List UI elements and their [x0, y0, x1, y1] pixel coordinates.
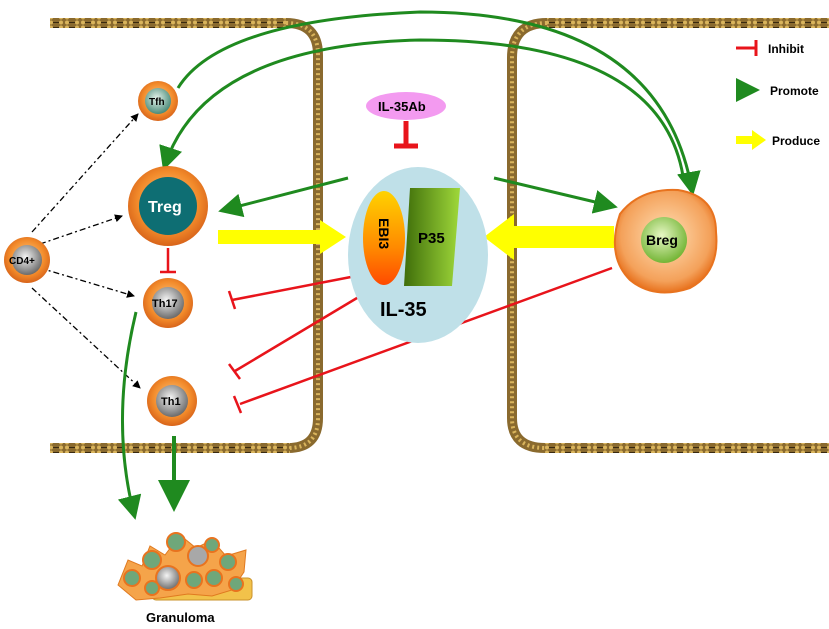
antibody-label: IL-35Ab	[378, 99, 426, 114]
legend-inhibit-icon	[736, 40, 758, 56]
treg-cell: Treg	[128, 166, 208, 246]
tfh-cell: Tfh	[138, 81, 178, 121]
ebi3-label: EBI3	[376, 218, 392, 249]
th1-cell: Th1	[147, 376, 197, 426]
th17-cell: Th17	[143, 278, 193, 328]
differentiation-arrows	[31, 113, 141, 389]
promote-il35-to-treg	[218, 176, 349, 218]
produce-arrow-breg	[484, 214, 614, 260]
ebi3-subunit	[363, 191, 405, 285]
produce-arrow-treg	[218, 220, 346, 254]
breg-label: Breg	[646, 232, 678, 248]
promote-arrow-tfh-to-breg	[176, 10, 701, 196]
p35-subunit	[404, 188, 460, 286]
inhibit-il35-th1	[227, 293, 363, 380]
treg-label: Treg	[148, 199, 182, 216]
granuloma-cluster	[117, 532, 253, 601]
breg-cell: Breg	[613, 188, 718, 294]
inhibit-il35-th17	[227, 274, 357, 310]
cd4-cell: CD4+	[4, 237, 50, 283]
p35-label: P35	[418, 230, 445, 247]
promote-th17-to-granuloma	[117, 311, 142, 520]
legend-produce-label: Produce	[772, 134, 820, 148]
inhibit-treg-th17	[160, 248, 176, 274]
granuloma-label: Granuloma	[146, 610, 215, 625]
promote-arrow-breg-to-treg	[159, 38, 685, 177]
cd4-label: CD4+	[9, 256, 35, 267]
legend-promote-label: Promote	[770, 84, 819, 98]
th1-label: Th1	[161, 396, 181, 408]
tfh-label: Tfh	[149, 97, 165, 108]
il35-label: IL-35	[380, 299, 427, 321]
il35-antibody: IL-35Ab	[366, 92, 446, 149]
promote-il35-to-breg	[493, 176, 618, 214]
legend-inhibit-label: Inhibit	[768, 42, 804, 56]
legend: Inhibit Promote Produce	[736, 40, 820, 150]
il35-complex: EBI3 P35 IL-35	[348, 167, 488, 343]
th17-label: Th17	[152, 298, 178, 310]
legend-produce-icon	[736, 130, 766, 150]
